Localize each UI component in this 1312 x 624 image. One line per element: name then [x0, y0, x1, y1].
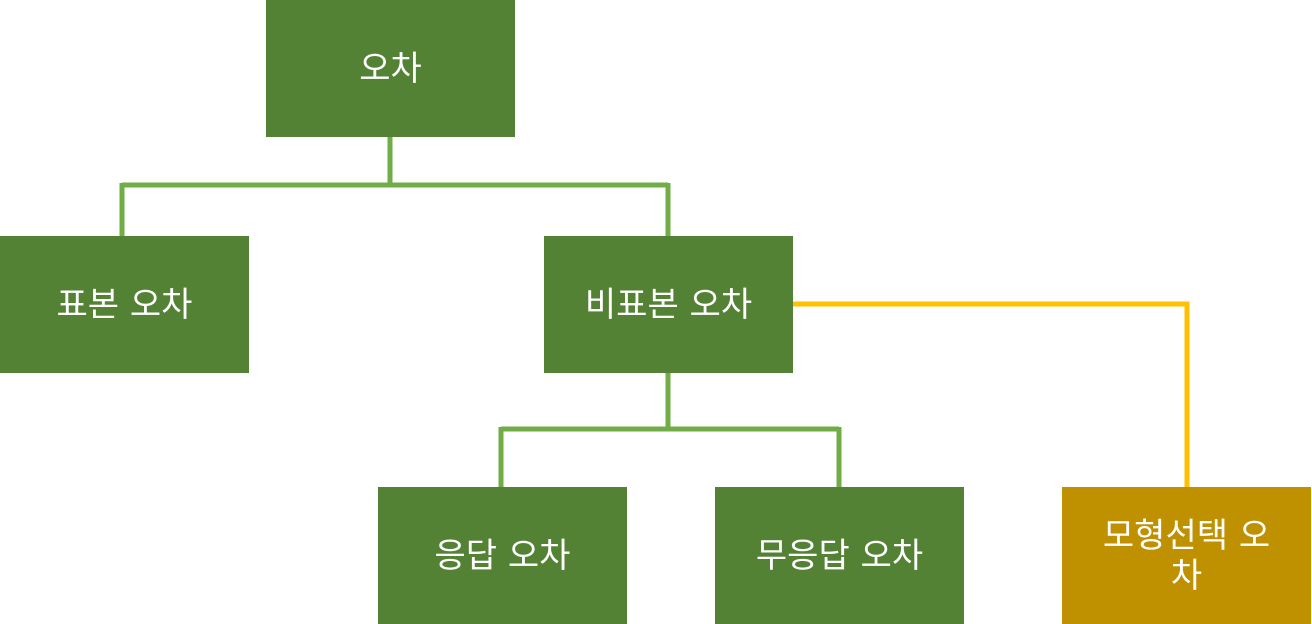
- node-non-sampling-error-label: 비표본 오차: [584, 284, 753, 325]
- node-response-error-label: 응답 오차: [434, 535, 571, 576]
- node-error-label: 오차: [359, 48, 422, 89]
- node-non-sampling-error: 비표본 오차: [544, 236, 793, 373]
- node-error: 오차: [266, 0, 515, 137]
- connector-nonsampling-to-level2: [498, 373, 842, 487]
- node-response-error: 응답 오차: [378, 487, 627, 624]
- node-model-selection-error: 모형선택 오차: [1062, 487, 1311, 624]
- node-sampling-error-label: 표본 오차: [56, 284, 193, 325]
- node-non-response-error-label: 무응답 오차: [755, 535, 924, 576]
- node-non-response-error: 무응답 오차: [715, 487, 964, 624]
- connector-nonsampling-to-model: [793, 301, 1190, 487]
- node-sampling-error: 표본 오차: [0, 236, 249, 373]
- connector-root-to-level1: [119, 137, 671, 236]
- node-model-selection-error-label: 모형선택 오차: [1102, 515, 1271, 596]
